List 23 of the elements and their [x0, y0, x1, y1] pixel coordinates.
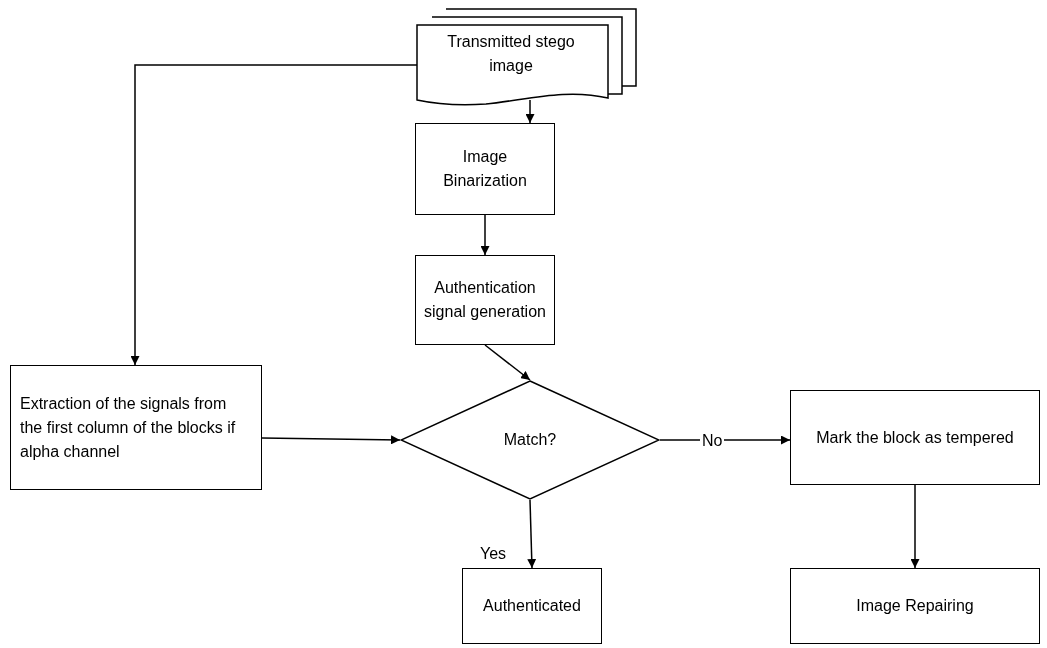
process-box: [415, 123, 555, 215]
arrow: [527, 499, 537, 569]
node-label: Image Binarization: [442, 147, 528, 191]
node-label: Image Repairing: [855, 596, 975, 616]
process-box: [10, 365, 262, 490]
node-label: Extraction of the signals from the first column of the blocks if alpha channel: [20, 393, 237, 462]
arrow: [130, 64, 418, 366]
arrow: [480, 214, 490, 256]
node-label: Match?: [502, 430, 558, 450]
node-label: Transmitted stego image: [446, 32, 576, 76]
multi-document-shape: [416, 8, 638, 106]
arrow: [261, 435, 401, 445]
process-box: [790, 390, 1040, 485]
decision-diamond: [400, 380, 660, 500]
arrow: [484, 344, 531, 381]
node-label: Authenticated: [482, 596, 582, 616]
process-box: [415, 255, 555, 345]
node-label: Authentication signal generation: [423, 278, 547, 322]
node-label: Mark the block as tempered: [815, 427, 1015, 448]
arrow: [525, 99, 535, 124]
process-box: [462, 568, 602, 644]
process-box: [790, 568, 1040, 644]
arrow: [910, 484, 920, 569]
